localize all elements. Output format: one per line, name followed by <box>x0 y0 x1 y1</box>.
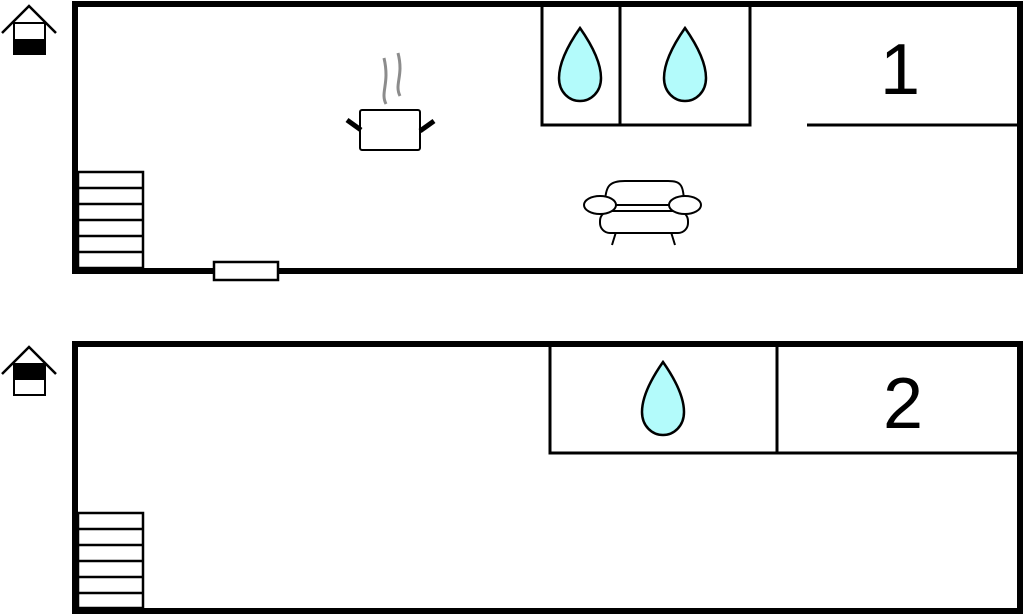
floor-1-outline <box>72 1 1023 274</box>
floor-2: 2 <box>1 341 1023 614</box>
sofa-icon <box>583 180 702 246</box>
water-drop-icon <box>662 25 708 103</box>
window <box>212 260 280 282</box>
floor-label: 1 <box>880 30 920 110</box>
house-ground-floor-icon <box>1 4 57 55</box>
water-drop-icon <box>557 25 603 103</box>
floor-2-outline <box>72 341 1023 614</box>
floor-1: 1 <box>1 1 1023 282</box>
floor-label: 2 <box>883 364 923 444</box>
staircase <box>76 170 145 270</box>
bathroom-boxes <box>540 2 752 127</box>
water-drop-icon <box>640 359 686 437</box>
bathroom-boxes <box>548 342 1022 455</box>
house-upper-floor-icon <box>1 345 57 396</box>
cooking-pot-icon <box>345 52 436 151</box>
staircase <box>76 511 145 610</box>
